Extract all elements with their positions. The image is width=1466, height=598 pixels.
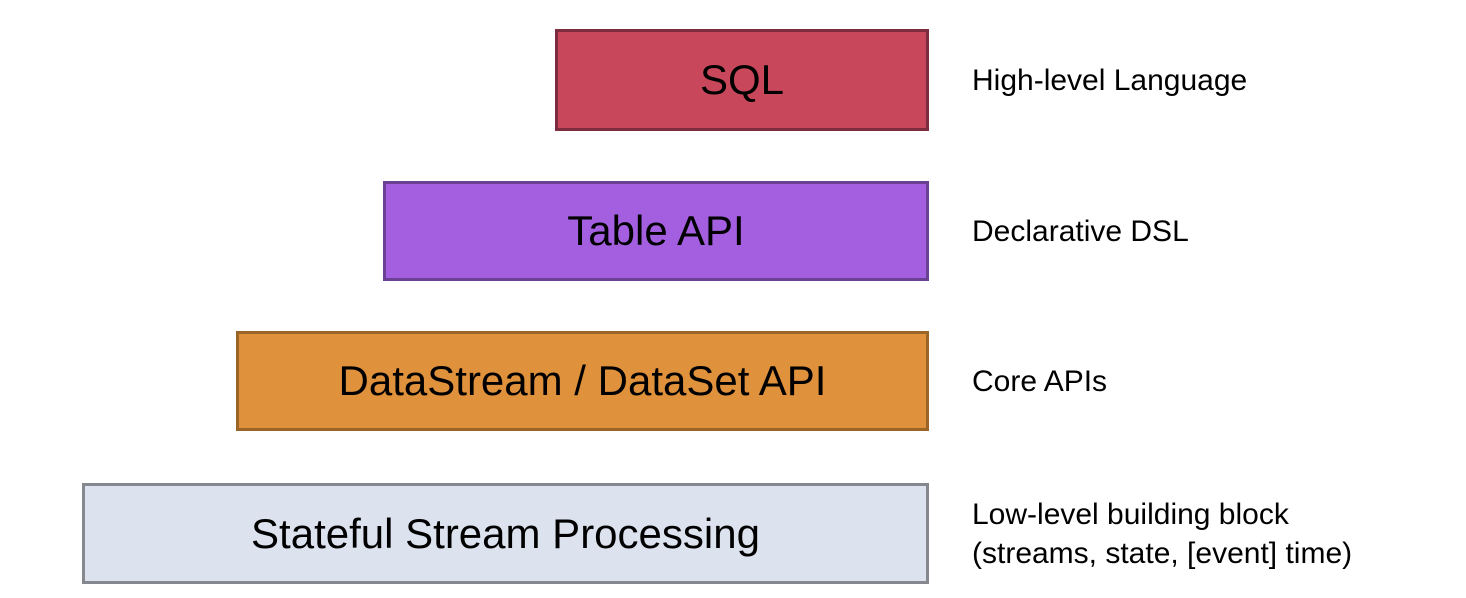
layer-label-sql: SQL xyxy=(699,56,785,103)
annotation-core-apis: Core APIs xyxy=(972,331,1107,431)
annotation-low-level-building-block: Low-level building block (streams, state… xyxy=(972,483,1352,584)
annotation-declarative-dsl: Declarative DSL xyxy=(972,181,1189,281)
annotation-text: High-level Language xyxy=(972,63,1248,97)
annotation-high-level-language: High-level Language xyxy=(972,29,1247,131)
layer-label-stateful-stream-processing: Stateful Stream Processing xyxy=(251,509,760,557)
layer-box-sql: SQL xyxy=(555,29,929,131)
layer-box-table-api: Table API xyxy=(383,181,929,281)
annotation-text: Low-level building block (streams, state… xyxy=(972,497,1353,570)
layer-box-datastream-dataset-api: DataStream / DataSet API xyxy=(236,331,929,431)
layer-label-datastream-dataset-api: DataStream / DataSet API xyxy=(338,357,827,404)
annotation-text: Core APIs xyxy=(972,364,1108,398)
layer-box-stateful-stream-processing: Stateful Stream Processing xyxy=(82,483,929,584)
annotation-text: Declarative DSL xyxy=(972,214,1189,248)
layer-label-table-api: Table API xyxy=(567,207,745,254)
